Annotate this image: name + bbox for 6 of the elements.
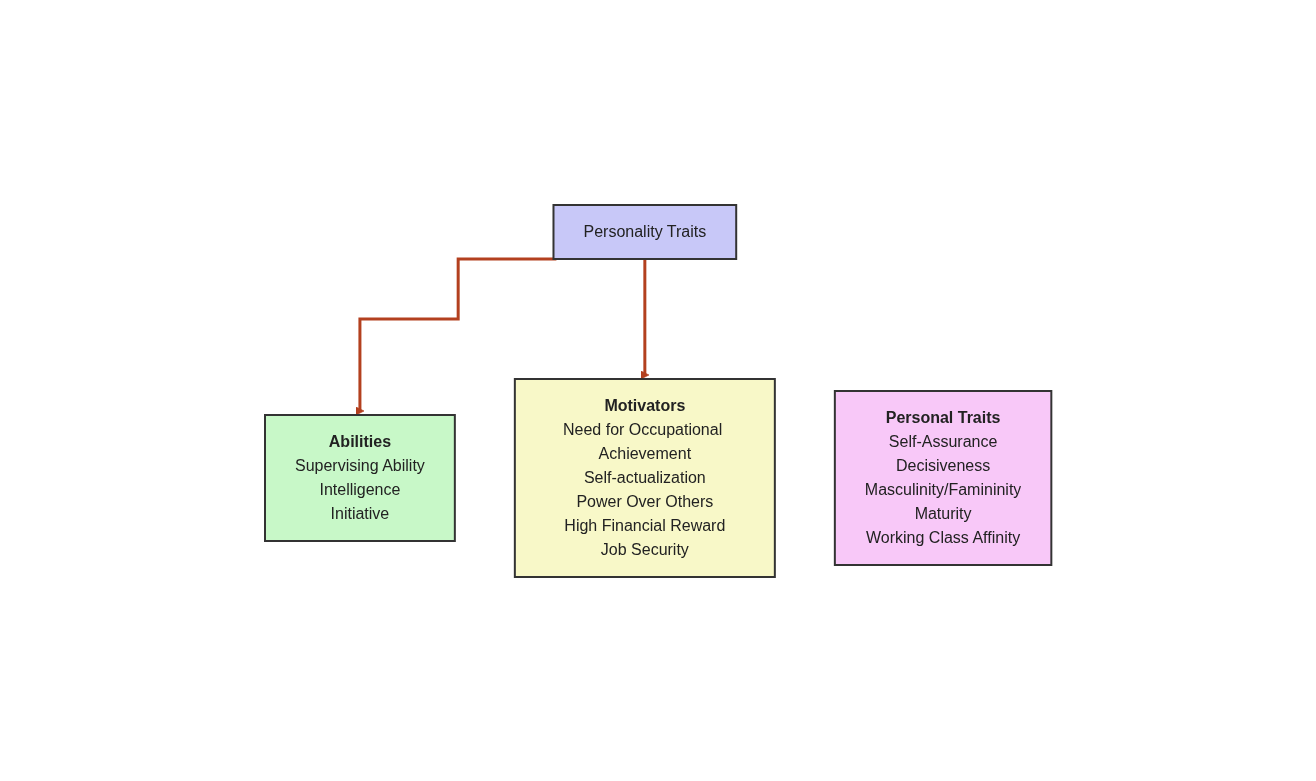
node-box: Personal Traits Self-Assurance Decisiveness Masculinity/Famininity Maturity Working Class Affinity	[833, 389, 1053, 566]
node-box: Motivators Need for Occupational Achievement Self-actualization Power Over Others High Financial Reward Job Security	[513, 377, 776, 578]
node-box: Personality Traits	[552, 203, 738, 260]
node-box: Abilities Supervising Ability Intelligence Initiative	[263, 413, 456, 542]
arrow	[640, 257, 650, 379]
arrow	[355, 257, 557, 415]
